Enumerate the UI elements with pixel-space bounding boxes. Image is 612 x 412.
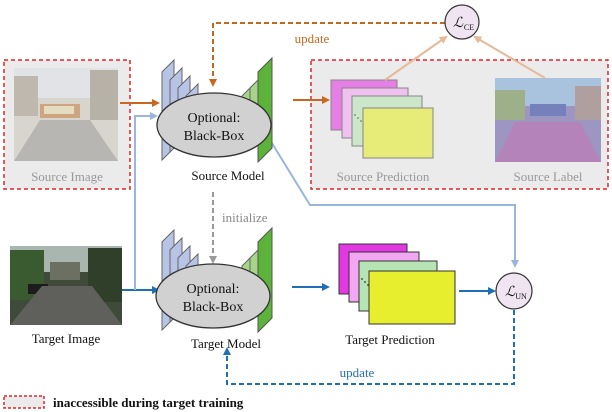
source-blackbox-line1: Optional: — [188, 111, 241, 126]
arrow-update-top — [209, 22, 445, 87]
source-model — [156, 56, 273, 164]
target-image-thumbnail — [10, 246, 122, 325]
loss-un-subscript: UN — [515, 292, 527, 301]
source-image-thumbnail — [14, 68, 118, 161]
target-blackbox-ellipse — [155, 263, 271, 329]
arrow-prediction-to-lce — [384, 35, 448, 81]
target-model — [155, 226, 273, 334]
source-blackbox-line2: Black-Box — [184, 129, 245, 144]
source-label-thumbnail — [495, 78, 601, 162]
arrow-update-bottom — [223, 310, 515, 385]
legend: inaccessible during target training — [3, 395, 244, 410]
arrow-label-to-lce — [473, 35, 546, 79]
target-blackbox-line2: Black-Box — [183, 300, 244, 315]
target-blackbox-line1: Optional: — [187, 282, 240, 297]
arrow-source-model-to-lun — [269, 139, 519, 268]
loss-ce-node — [444, 4, 480, 40]
loss-un-node — [495, 272, 533, 310]
legend-swatch — [3, 395, 45, 409]
source-prediction-stack — [330, 79, 434, 159]
loss-un-symbol: ℒ — [505, 285, 516, 300]
source-blackbox-ellipse — [156, 92, 272, 158]
source-label-label: Source Label — [514, 169, 583, 184]
target-prediction-stack — [338, 243, 456, 325]
target-prediction-label: Target Prediction — [345, 332, 435, 347]
source-prediction-label: Source Prediction — [337, 169, 430, 184]
source-model-label: Source Model — [191, 168, 265, 183]
update-bottom-label: update — [340, 365, 375, 380]
target-model-label: Target Model — [191, 336, 261, 351]
loss-ce-symbol: ℒ — [453, 16, 464, 31]
source-image-label: Source Image — [31, 169, 103, 184]
legend-text: inaccessible during target training — [53, 395, 244, 410]
loss-ce-subscript: CE — [464, 23, 474, 32]
target-image-label: Target Image — [32, 331, 101, 346]
update-top-label: update — [295, 31, 330, 46]
initialize-label: initialize — [222, 210, 268, 225]
arrow-target-to-source-model — [134, 112, 158, 290]
